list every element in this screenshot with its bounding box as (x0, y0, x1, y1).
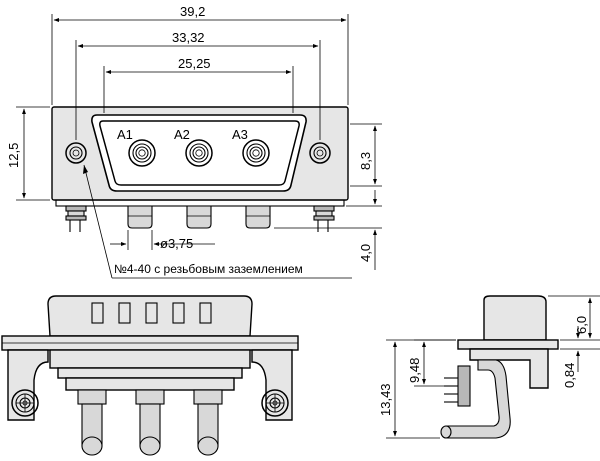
side-shell (483, 295, 547, 341)
dim-contact-diameter: ø3,75 (160, 236, 193, 251)
ground-clip-right (313, 205, 335, 232)
mounting-hole-right (309, 142, 331, 164)
d-shell-inner (99, 120, 300, 186)
ground-note: №4-40 с резьбовым заземлением (114, 262, 303, 276)
side-body (469, 348, 549, 389)
dim-contact-spacing: 25,25 (178, 56, 211, 71)
insulator-base (65, 377, 235, 391)
dim-side-top: 6,0 (574, 316, 589, 334)
bottom-pin-1 (77, 389, 107, 456)
pin-a3 (245, 205, 271, 229)
dim-side-height-a: 9,48 (407, 358, 422, 383)
contact-a3 (242, 139, 270, 167)
d-shell-outer (91, 114, 307, 192)
vent-slot-2 (118, 302, 131, 324)
front-dimensions: 39,2 33,32 25,25 12,5 8,3 4,0 ø3,75 (6, 4, 382, 279)
insulator-step (57, 367, 243, 379)
vent-slot-4 (172, 302, 185, 324)
contact-label-a1: A1 (117, 127, 133, 142)
bottom-pin-2 (135, 389, 165, 456)
screw-left (11, 389, 39, 417)
vent-slot-3 (145, 302, 158, 324)
contact-a1 (128, 139, 156, 167)
bottom-view (1, 295, 299, 456)
dim-side-offset: 0,84 (562, 363, 577, 388)
side-flange (457, 339, 559, 350)
contact-a2 (185, 139, 213, 167)
vent-slot-5 (199, 302, 212, 324)
side-pin (445, 359, 511, 439)
vent-slot-1 (91, 302, 104, 324)
mounting-hole-left (65, 142, 87, 164)
bottom-pin-3 (193, 389, 223, 456)
dim-shell-height: 8,3 (358, 152, 373, 170)
front-view: A1 A2 A3 (51, 106, 349, 232)
pin-a2 (186, 205, 212, 229)
insulator-body (49, 349, 251, 369)
dim-pin-length: 4,0 (358, 244, 373, 262)
flange-base (55, 199, 345, 207)
screw-right (261, 389, 289, 417)
dim-flange-height: 12,5 (6, 143, 21, 168)
dim-overall-width: 39,2 (180, 4, 205, 19)
dim-side-height-b: 13,43 (378, 383, 393, 416)
side-dimensions: 6,0 0,84 9,48 13,43 (378, 295, 600, 439)
shell-top (47, 295, 253, 337)
contact-label-a2: A2 (174, 127, 190, 142)
contact-label-a3: A3 (232, 127, 248, 142)
side-ground-clip (444, 365, 471, 407)
pin-a1 (127, 205, 153, 229)
ground-clip-left (65, 205, 87, 232)
side-view (440, 295, 559, 439)
dim-hole-spacing: 33,32 (172, 30, 205, 45)
